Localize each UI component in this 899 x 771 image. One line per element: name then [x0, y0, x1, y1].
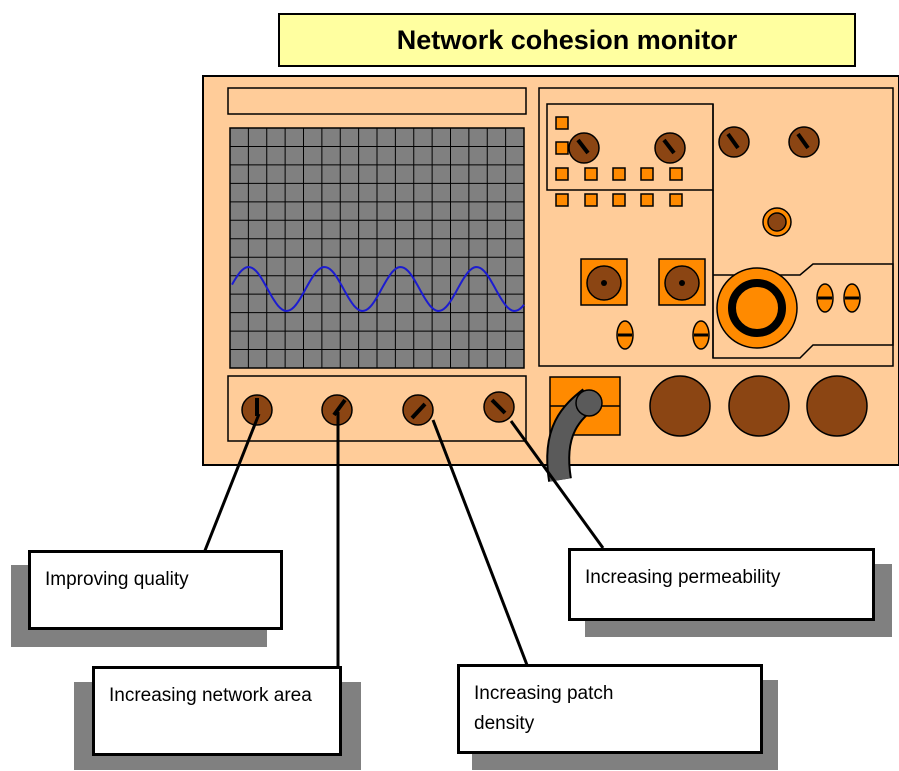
display-strip — [227, 87, 527, 115]
label-increasing-patch-density-text: Increasing patch density — [474, 683, 614, 734]
toggle-switch-icon[interactable] — [816, 283, 834, 313]
label-increasing-permeability: Increasing permeability — [568, 548, 875, 621]
toggle-switch-icon[interactable] — [843, 283, 861, 313]
oscilloscope-screen — [229, 127, 525, 369]
permeability-knob-icon[interactable] — [483, 391, 515, 423]
label-increasing-network-area-text: Increasing network area — [109, 685, 312, 706]
label-improving-quality-text: Improving quality — [45, 569, 189, 590]
jack-icon[interactable] — [658, 258, 706, 306]
leader-line-permeability — [509, 420, 605, 549]
leader-line-patch-density — [431, 419, 529, 666]
square-button-icon[interactable] — [555, 116, 569, 130]
knob-strip — [227, 375, 527, 442]
label-increasing-network-area: Increasing network area — [92, 666, 342, 756]
label-increasing-permeability-text: Increasing permeability — [585, 567, 781, 588]
large-knob-icon[interactable] — [728, 375, 790, 437]
square-button-icon[interactable] — [584, 167, 598, 181]
label-increasing-patch-density: Increasing patch density — [457, 664, 763, 754]
square-button-icon[interactable] — [584, 193, 598, 207]
square-button-icon[interactable] — [555, 193, 569, 207]
knob-icon[interactable] — [654, 132, 686, 164]
label-improving-quality: Improving quality — [28, 550, 283, 630]
patch-density-knob-icon[interactable] — [402, 394, 434, 426]
monitor-title: Network cohesion monitor — [278, 13, 856, 67]
square-button-icon[interactable] — [640, 193, 654, 207]
sine-wave — [231, 265, 525, 313]
leader-line-quality — [202, 413, 261, 554]
square-button-icon[interactable] — [669, 167, 683, 181]
knob-icon[interactable] — [718, 126, 750, 158]
knob-icon[interactable] — [788, 126, 820, 158]
toggle-switch-icon[interactable] — [692, 320, 710, 350]
square-button-icon[interactable] — [612, 193, 626, 207]
square-button-icon[interactable] — [669, 193, 683, 207]
big-dial-icon[interactable] — [716, 267, 798, 349]
square-button-icon[interactable] — [555, 141, 569, 155]
toggle-switch-icon[interactable] — [616, 320, 634, 350]
knob-icon[interactable] — [568, 132, 600, 164]
jack-icon[interactable] — [580, 258, 628, 306]
square-buttons — [555, 116, 683, 207]
square-button-icon[interactable] — [612, 167, 626, 181]
large-knob-icon[interactable] — [806, 375, 868, 437]
square-button-icon[interactable] — [640, 167, 654, 181]
large-knob-icon[interactable] — [649, 375, 711, 437]
cable-connector-icon[interactable] — [546, 376, 621, 482]
square-button-icon[interactable] — [555, 167, 569, 181]
round-button-icon[interactable] — [762, 207, 792, 237]
quality-knob-icon[interactable] — [241, 394, 273, 426]
